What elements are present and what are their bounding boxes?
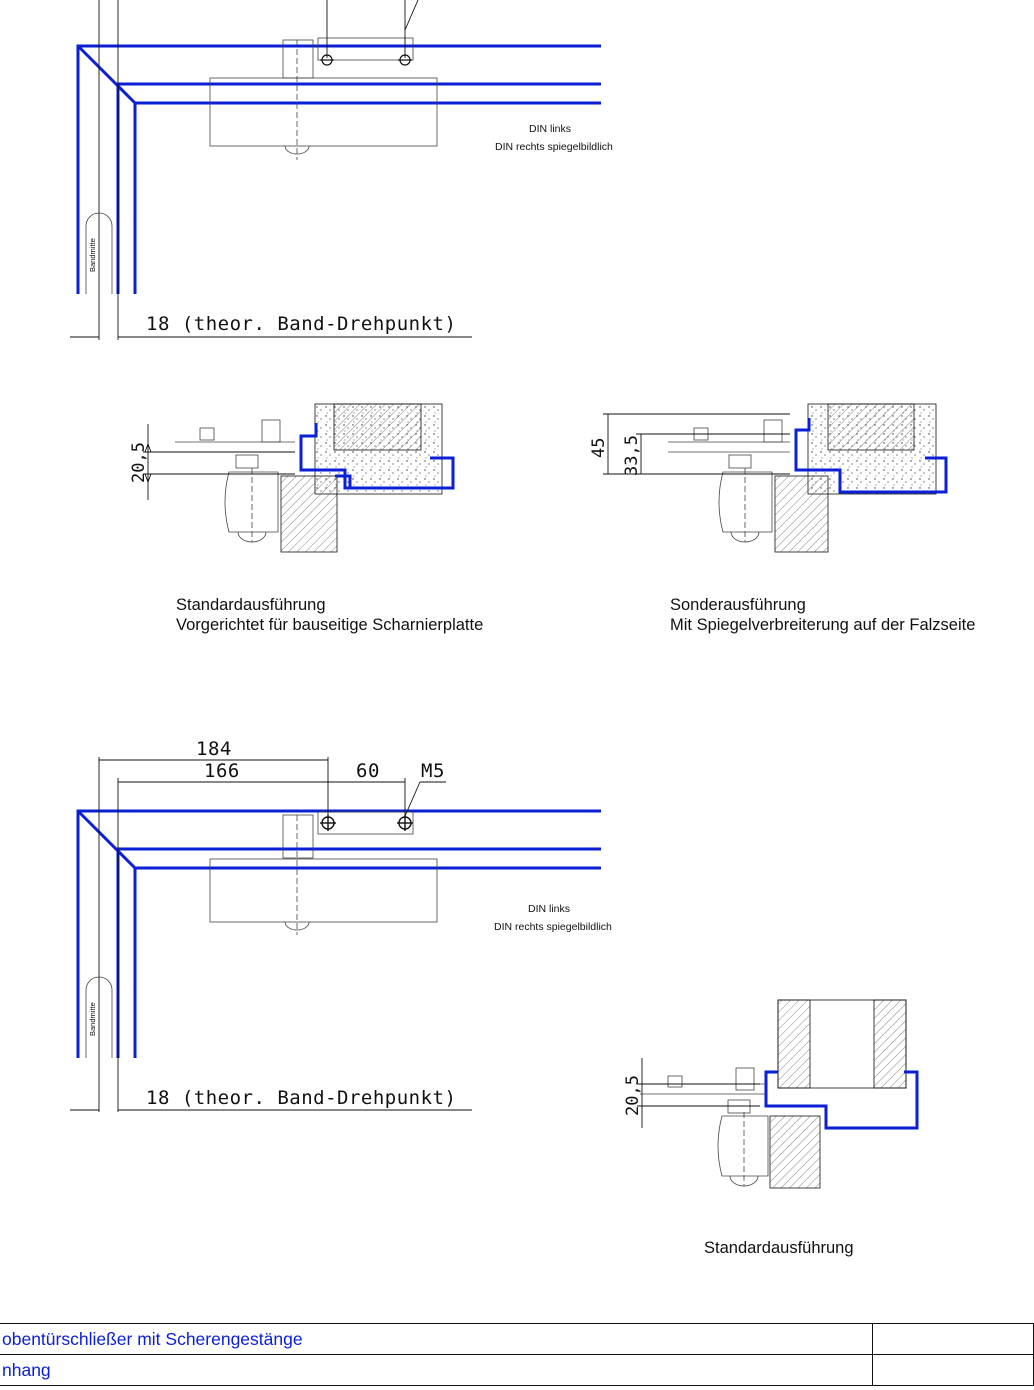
caption-standard-line2: Vorgerichtet für bauseitige Scharnierpla… <box>176 616 484 634</box>
dimension-lines-lower <box>70 757 472 1112</box>
title-cell-empty-2 <box>872 1354 1034 1386</box>
din-left-note-top: DIN links <box>529 123 571 135</box>
title-appendix: nhang <box>0 1354 873 1386</box>
band-center-mark-top <box>85 212 113 294</box>
section-special: 45 33,5 <box>589 403 948 553</box>
dim-166: 166 <box>204 760 240 782</box>
band-center-label-top: Bandmitte <box>88 238 97 272</box>
frame-profile-lower <box>76 809 601 1058</box>
frame-section-bottom <box>764 1070 919 1130</box>
dim-20-5-bottom: 20,5 <box>623 1075 643 1116</box>
frame-section-standard <box>299 423 352 490</box>
plan-view-lower: 184 166 60 M5 Bandmitte DIN links DIN re… <box>70 738 612 1112</box>
din-left-note-lower: DIN links <box>528 903 570 915</box>
caption-special-line2: Mit Spiegelverbreiterung auf der Falzsei… <box>670 616 976 634</box>
closer-body-top <box>209 37 438 160</box>
pivot-dimension-top: 18 (theor. Band-Drehpunkt) <box>146 313 456 335</box>
caption-special-line1: Sonderausführung <box>670 596 806 614</box>
title-cell-empty-1 <box>872 1323 1034 1355</box>
dim-60: 60 <box>356 760 380 782</box>
caption-standard: Standardausführung Vorgerichtet für baus… <box>176 595 483 635</box>
mounting-holes-lower <box>320 815 413 831</box>
pivot-dimension-lower: 18 (theor. Band-Drehpunkt) <box>146 1087 456 1109</box>
din-right-note-top: DIN rechts spiegelbildlich <box>495 141 613 153</box>
section-bottom: 20,5 <box>623 999 919 1189</box>
dim-45: 45 <box>589 438 609 458</box>
thread-m5: M5 <box>421 760 445 782</box>
section-standard: 20,5 <box>129 403 455 553</box>
closer-body-lower <box>209 811 438 935</box>
title-row-1: obentürschließer mit Scherengestänge <box>0 1323 1034 1355</box>
dim-33-5: 33,5 <box>622 435 642 476</box>
caption-bottom: Standardausführung <box>704 1239 854 1257</box>
dim-20-5-left: 20,5 <box>129 442 149 483</box>
technical-drawing: Bandmitte DIN links DIN rechts spiegelbi… <box>70 0 948 1189</box>
dimension-lines-top <box>70 0 472 340</box>
frame-profile-top <box>76 44 601 294</box>
title-product: obentürschließer mit Scherengestänge <box>0 1323 873 1355</box>
frame-section-special <box>794 418 948 494</box>
band-center-label-lower: Bandmitte <box>88 1002 97 1036</box>
din-right-note-lower: DIN rechts spiegelbildlich <box>494 921 612 933</box>
title-row-2: nhang <box>0 1354 1034 1386</box>
caption-standard-line1: Standardausführung <box>176 596 326 614</box>
caption-special: Sonderausführung Mit Spiegelverbreiterun… <box>670 595 975 635</box>
plan-view-top: Bandmitte DIN links DIN rechts spiegelbi… <box>70 0 613 340</box>
band-center-mark-lower <box>85 976 113 1058</box>
dim-184: 184 <box>196 738 232 760</box>
title-block: obentürschließer mit Scherengestänge nha… <box>0 1323 1034 1386</box>
